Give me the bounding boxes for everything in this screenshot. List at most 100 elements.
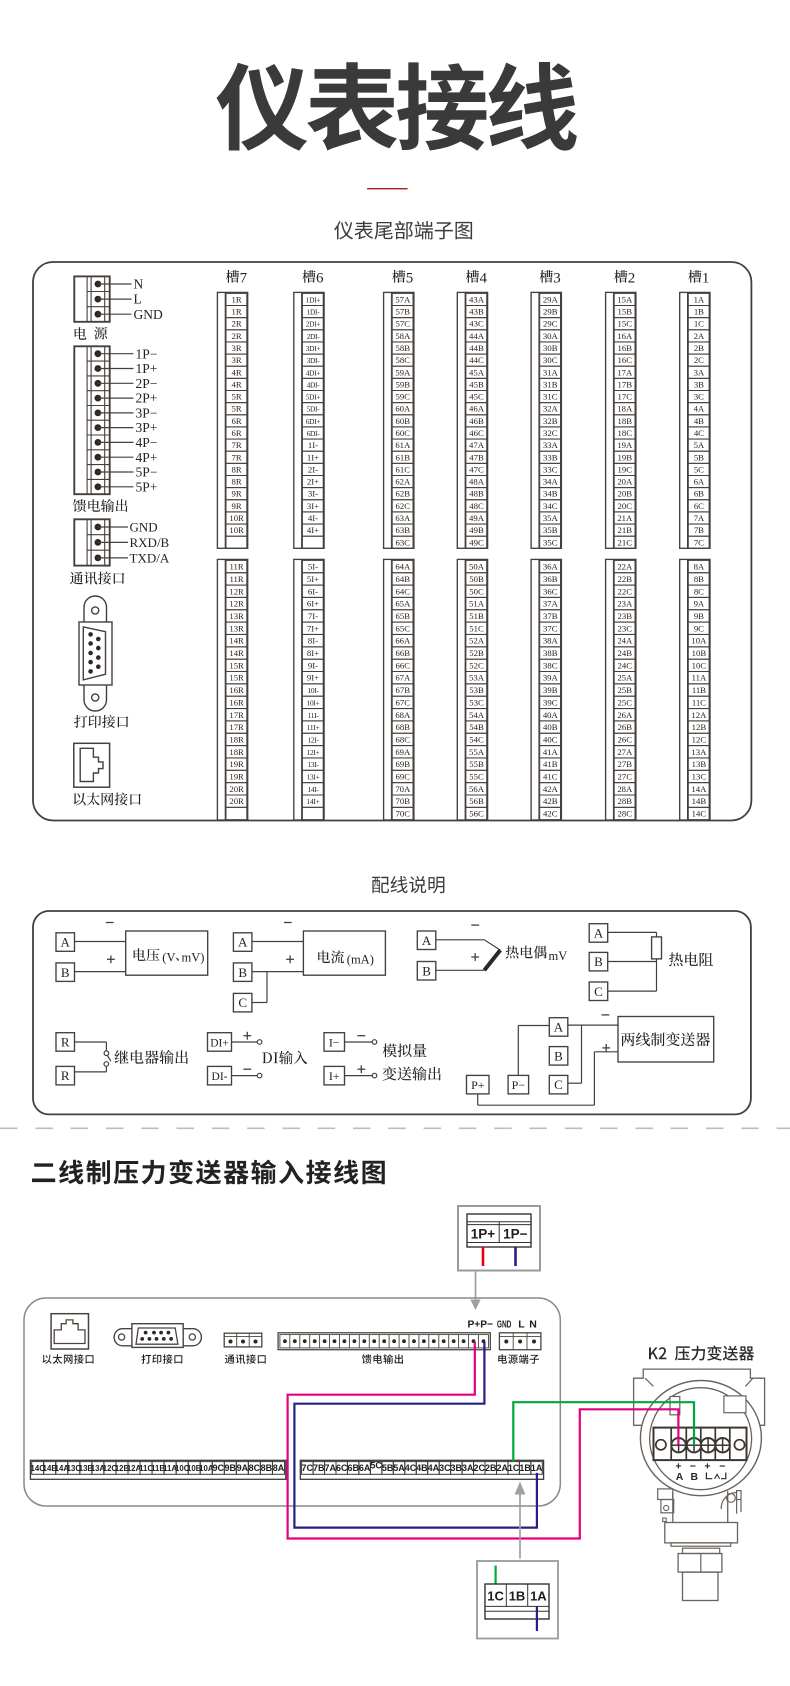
svg-text:68C: 68C [396,735,411,745]
svg-text:16A: 16A [617,331,633,341]
svg-text:10R: 10R [229,525,244,535]
svg-text:59B: 59B [396,379,411,389]
svg-text:3I-: 3I- [308,489,318,499]
svg-text:5A: 5A [694,440,705,450]
svg-text:57C: 57C [396,319,411,329]
svg-text:54B: 54B [469,722,484,732]
svg-text:13R: 13R [229,611,244,621]
svg-text:66C: 66C [396,660,411,670]
svg-text:38A: 38A [543,636,559,646]
svg-text:18R: 18R [229,735,244,745]
svg-text:10A: 10A [199,1464,214,1473]
svg-text:10I+: 10I+ [307,698,320,707]
svg-text:55C: 55C [469,772,484,782]
svg-text:22A: 22A [617,562,633,572]
svg-text:4I+: 4I+ [307,525,319,535]
svg-text:19R: 19R [229,759,244,769]
svg-text:49B: 49B [469,525,484,535]
svg-text:(mA): (mA) [347,953,374,967]
svg-text:20A: 20A [617,477,633,487]
svg-text:10R: 10R [229,513,244,523]
svg-text:67C: 67C [396,697,411,707]
svg-text:13B: 13B [692,759,707,769]
svg-text:70A: 70A [395,784,411,794]
svg-text:53A: 53A [469,673,485,683]
svg-text:11R: 11R [230,574,244,584]
svg-text:1R: 1R [232,307,242,317]
svg-text:20R: 20R [229,796,244,806]
svg-text:L: L [134,292,142,307]
svg-text:25B: 25B [618,685,633,695]
svg-text:24C: 24C [618,660,633,670]
svg-text:62B: 62B [396,489,411,499]
svg-text:9C: 9C [694,623,704,633]
svg-text:12B: 12B [115,1464,130,1473]
svg-text:29B: 29B [543,307,558,317]
svg-text:39A: 39A [543,673,559,683]
svg-text:69A: 69A [395,747,411,757]
svg-text:4P+: 4P+ [136,450,158,465]
svg-text:3A: 3A [694,367,705,377]
svg-text:2DI-: 2DI- [307,332,321,341]
svg-text:48C: 48C [469,501,484,511]
svg-text:6C: 6C [694,501,704,511]
svg-text:24A: 24A [617,636,633,646]
svg-text:B: B [691,1471,699,1483]
svg-text:P+P−: P+P− [468,1319,494,1331]
svg-text:3R: 3R [232,355,242,365]
svg-text:5B: 5B [382,1463,394,1473]
svg-text:42A: 42A [543,784,559,794]
svg-text:mV: mV [549,949,568,963]
svg-text:21B: 21B [618,525,633,535]
svg-text:8A: 8A [273,1463,285,1473]
svg-text:67A: 67A [395,673,411,683]
svg-text:53B: 53B [469,685,484,695]
svg-text:40C: 40C [543,735,558,745]
svg-text:44B: 44B [469,343,484,353]
svg-text:TXD/A: TXD/A [130,551,170,566]
svg-text:3C: 3C [694,392,704,402]
svg-text:18B: 18B [618,416,633,426]
svg-text:23C: 23C [618,623,633,633]
svg-text:A: A [554,1020,564,1035]
svg-text:53C: 53C [469,697,484,707]
svg-text:mV): mV) [182,951,205,965]
svg-text:7A: 7A [694,513,705,523]
svg-text:14C: 14C [692,809,707,819]
svg-text:52C: 52C [469,660,484,670]
svg-text:20B: 20B [618,489,633,499]
svg-text:43A: 43A [469,295,485,305]
svg-text:48A: 48A [469,477,485,487]
svg-text:1B: 1B [519,1463,531,1473]
svg-text:10C: 10C [175,1464,190,1473]
svg-text:4A: 4A [428,1463,440,1473]
svg-text:9A: 9A [237,1463,249,1473]
svg-text:4DI-: 4DI- [307,380,321,389]
svg-text:12R: 12R [229,599,244,609]
svg-text:33A: 33A [543,440,559,450]
svg-text:37C: 37C [543,623,558,633]
svg-text:13I-: 13I- [307,760,319,769]
svg-text:33B: 33B [543,452,558,462]
svg-text:1C: 1C [694,319,704,329]
svg-text:8R: 8R [232,477,242,487]
svg-text:69B: 69B [396,759,411,769]
svg-text:42C: 42C [543,809,558,819]
svg-text:42B: 42B [543,796,558,806]
svg-text:2I-: 2I- [308,464,318,474]
svg-text:3R: 3R [232,343,242,353]
svg-text:56B: 56B [469,796,484,806]
svg-text:22B: 22B [618,574,633,584]
svg-text:35C: 35C [543,537,558,547]
svg-text:2R: 2R [232,331,242,341]
svg-text:21C: 21C [618,537,633,547]
svg-text:10B: 10B [692,648,707,658]
svg-text:13C: 13C [67,1464,82,1473]
svg-text:11B: 11B [692,685,706,695]
svg-text:B: B [238,965,247,980]
svg-text:9I+: 9I+ [307,673,319,683]
svg-text:L: L [518,1319,525,1331]
svg-text:14B: 14B [692,796,707,806]
svg-text:8A: 8A [694,562,705,572]
svg-text:4C: 4C [405,1463,417,1473]
